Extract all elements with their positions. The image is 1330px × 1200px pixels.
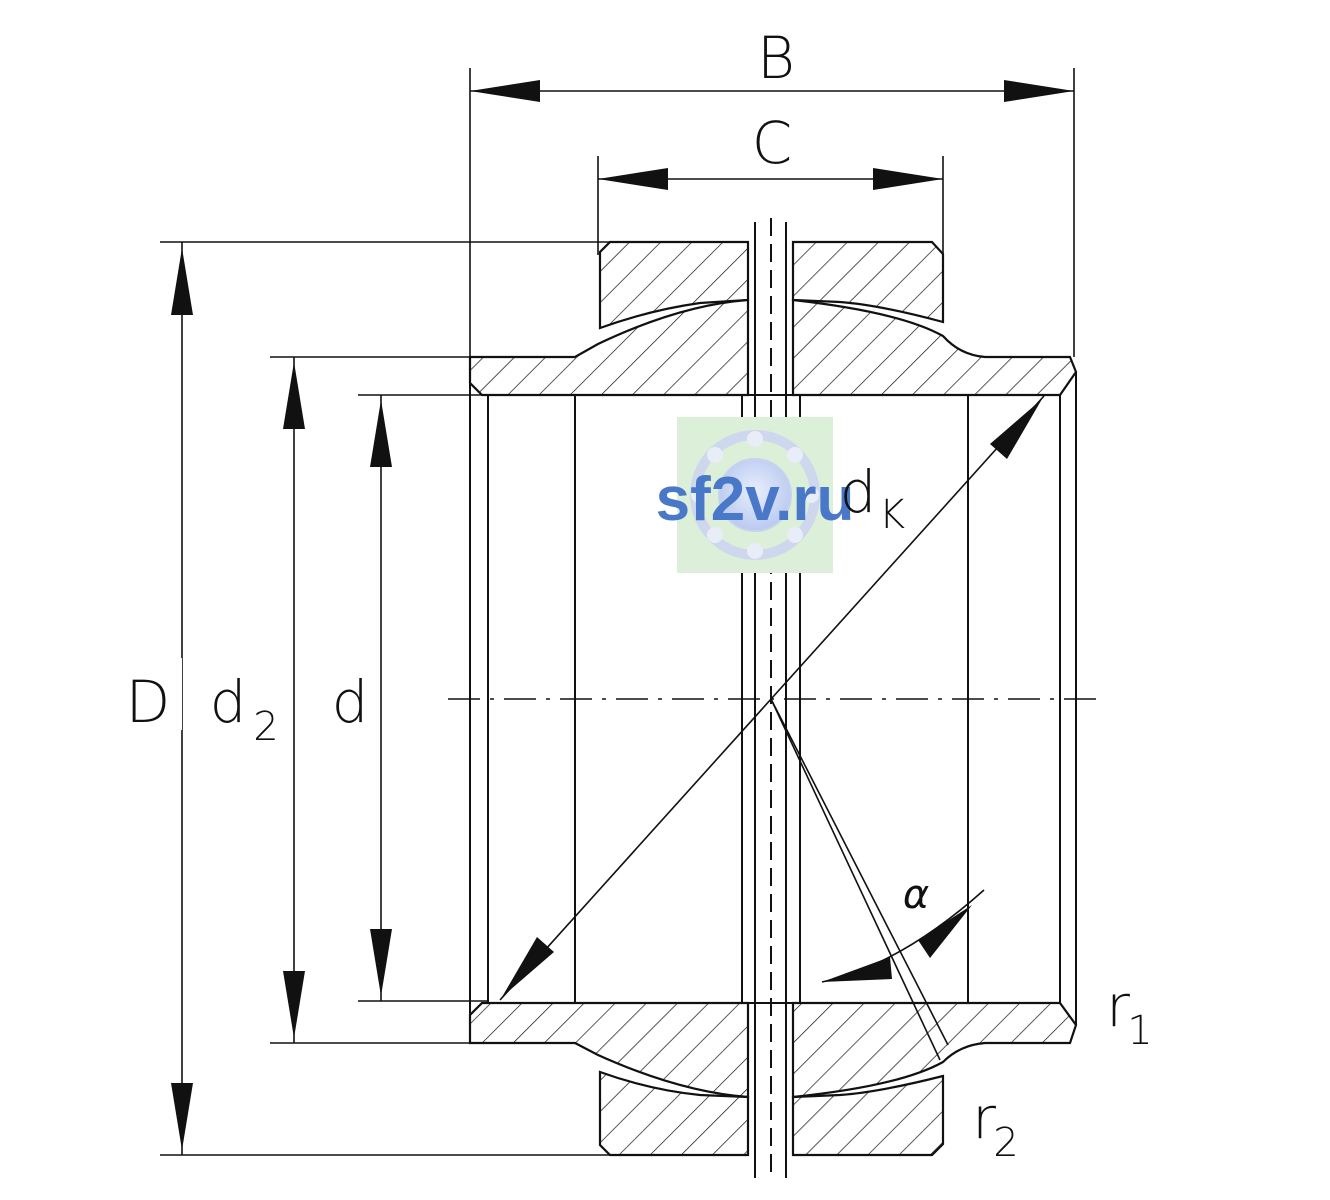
dim-d2-arrow-top (283, 362, 305, 429)
outer-ring-bottom-right (791, 1074, 945, 1157)
alpha-ray-1 (770, 698, 949, 1046)
dim-dk-line (499, 395, 1045, 1001)
dim-c-label: C (752, 109, 793, 177)
alpha-arrow-upper (918, 905, 972, 958)
alpha-label: α (903, 872, 929, 918)
outer-ring-top-right (791, 240, 945, 324)
dim-dd-arrow-top (370, 400, 392, 467)
dim-d-label: D (126, 668, 171, 736)
r1-subscript: 1 (1127, 1008, 1152, 1054)
dim-dk-label: d (840, 458, 877, 526)
dim-dk-arrow-bottom (502, 937, 554, 997)
r2-subscript: 2 (993, 1120, 1018, 1166)
dim-c-arrow-right (873, 168, 943, 190)
dim-b-arrow-right (1004, 80, 1074, 102)
watermark-text: sf2v.ru (656, 465, 855, 534)
dim-dd-label: d (332, 668, 369, 736)
dim-b-label: B (757, 24, 795, 92)
inner-ring-top-left (468, 298, 750, 397)
dim-dk-subscript: K (879, 492, 905, 538)
dim-dk-arrow-top (990, 399, 1042, 459)
r1-label: r (1106, 972, 1130, 1040)
dim-d2-label: d (210, 668, 247, 736)
dim-d2-subscript: 2 (253, 704, 278, 750)
dim-d2-arrow-bottom (283, 971, 305, 1038)
outer-ring-top-left (598, 240, 750, 330)
watermark: sf2v.ru (656, 417, 855, 573)
dim-d-arrow-top (171, 248, 193, 315)
dim-dd-arrow-bottom (370, 929, 392, 996)
alpha-arrow-lower (822, 957, 892, 982)
dim-b-arrow-left (470, 80, 540, 102)
alpha-ray-2 (770, 698, 941, 1061)
r2-label: r (972, 1084, 996, 1152)
dim-c-arrow-left (598, 168, 668, 190)
inner-ring-top-right (791, 298, 1078, 397)
dim-d-arrow-bottom (171, 1083, 193, 1150)
